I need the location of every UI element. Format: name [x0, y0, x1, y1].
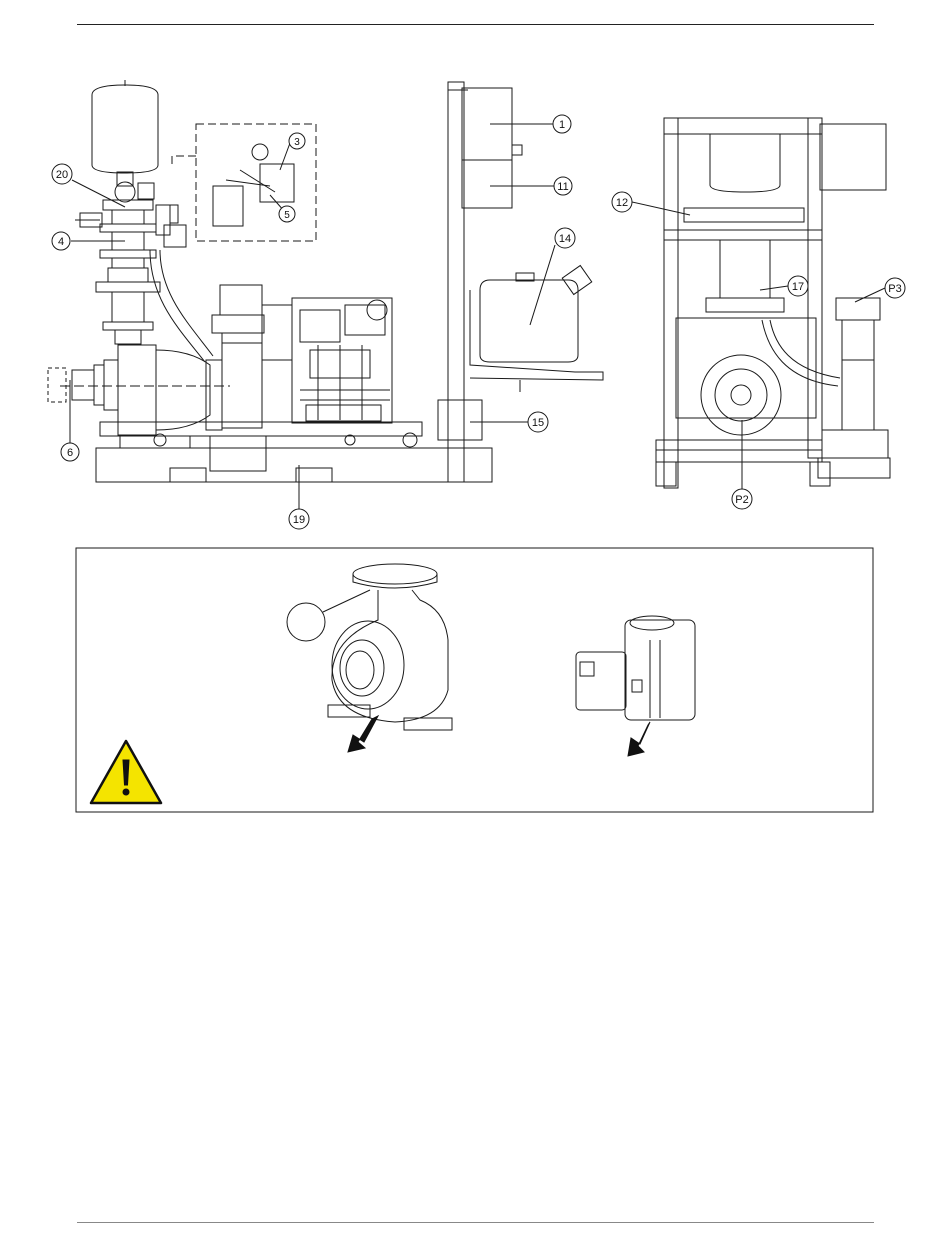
- callout-P3: P3: [885, 278, 905, 298]
- svg-text:11: 11: [557, 181, 568, 193]
- svg-text:14: 14: [559, 233, 571, 245]
- svg-text:6: 6: [67, 447, 73, 459]
- arrow-indicator-icon: [628, 722, 650, 756]
- pressure-tank: [92, 80, 158, 202]
- svg-text:P2: P2: [735, 494, 748, 506]
- base-frame: [96, 422, 492, 482]
- callout-17: 17: [788, 276, 808, 296]
- flexible-hose: [150, 250, 213, 362]
- front-view: [656, 118, 890, 488]
- callout-11: 11: [554, 177, 572, 195]
- svg-text:20: 20: [56, 169, 68, 181]
- callout-12: 12: [612, 192, 632, 212]
- svg-text:3: 3: [294, 137, 300, 148]
- callout-14: 14: [555, 228, 575, 248]
- svg-text:12: 12: [616, 197, 628, 209]
- callout-4: 4: [52, 232, 70, 250]
- manifold: [75, 200, 186, 344]
- callout-P2: P2: [732, 489, 752, 509]
- warning-triangle-icon: [91, 741, 161, 803]
- svg-text:1: 1: [559, 119, 565, 131]
- callout-6: 6: [61, 443, 79, 461]
- pump-casing-right: [576, 616, 695, 720]
- diesel-engine: [262, 298, 392, 423]
- callout-15: 15: [528, 412, 548, 432]
- svg-text:5: 5: [284, 210, 290, 221]
- callout-3: 3: [289, 133, 305, 149]
- callout-1: 1: [553, 115, 571, 133]
- warning-box: [76, 548, 873, 812]
- svg-text:4: 4: [58, 236, 64, 248]
- arrow-indicator-icon: [348, 716, 378, 752]
- svg-text:15: 15: [532, 417, 544, 429]
- coupling-motor: [206, 285, 264, 430]
- callout-20: 20: [52, 164, 72, 184]
- callout-leaders: [70, 124, 885, 510]
- svg-text:17: 17: [792, 281, 804, 293]
- battery: [438, 400, 482, 440]
- fuel-tank: [470, 265, 603, 392]
- svg-text:19: 19: [293, 514, 305, 526]
- pump-casing-left: [287, 564, 452, 730]
- callout-5: 5: [279, 206, 295, 222]
- svg-text:P3: P3: [888, 283, 901, 295]
- callout-19: 19: [289, 509, 309, 529]
